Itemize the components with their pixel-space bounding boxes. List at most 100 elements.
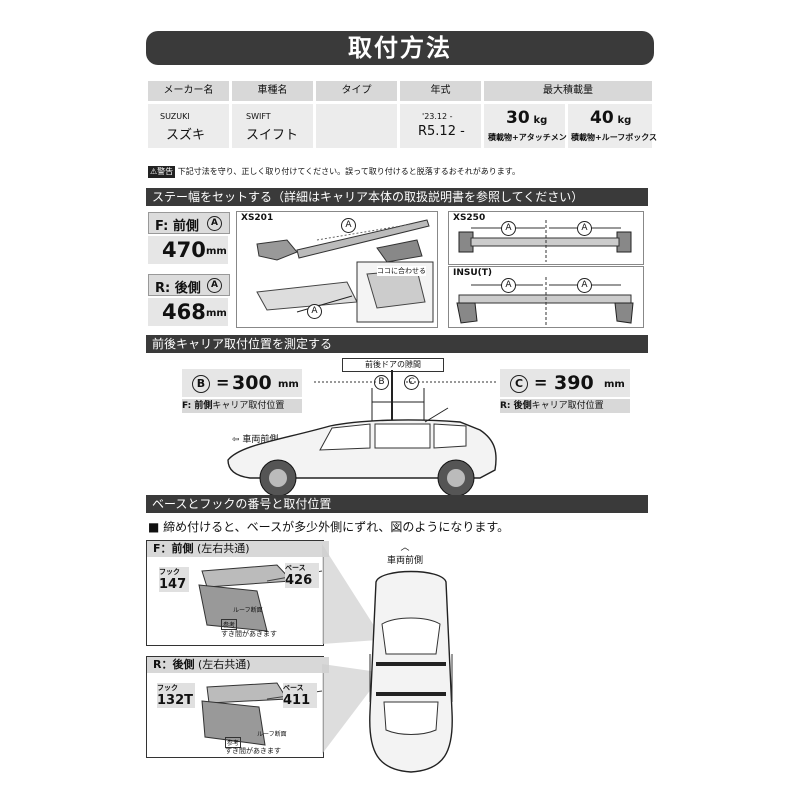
b-caption-bold: F: 前側 (182, 401, 213, 411)
header-year: 年式 (400, 81, 481, 101)
load1-value: 30 (506, 108, 530, 128)
rear-detail-drawing (201, 682, 323, 746)
figure-insu: INSU(T) A A (448, 266, 644, 328)
load2-value: 40 (590, 108, 614, 128)
rear-gap-note: すき間があきます (225, 747, 281, 755)
section1-title: ステー幅をセットする（詳細はキャリア本体の取扱説明書を参照してください） (146, 188, 648, 206)
marker-a-icon: A (207, 216, 222, 231)
c-value-box: C = 390 mm (500, 369, 630, 397)
insu-drawing (456, 277, 634, 325)
warning-tag: 警告 (157, 167, 174, 176)
b-value: 300 (232, 372, 272, 394)
section3-note: ■ 締め付けると、ベースが多少外側にずれ、図のようになります。 (148, 520, 510, 534)
c-caption-text: キャリア取付位置 (531, 401, 604, 411)
front-detail-drawing (198, 564, 323, 632)
b-caption: F: 前側キャリア取付位置 (182, 399, 302, 413)
page-title: 取付方法 (146, 31, 654, 65)
year-r: R5.12 - (418, 124, 465, 139)
model-en: SWIFT (246, 112, 271, 121)
fig-xs201-label: XS201 (241, 213, 274, 223)
b-unit: mm (278, 379, 299, 390)
marker-a-icon: A (501, 221, 516, 236)
warning-icon: ⚠警告 (148, 166, 176, 178)
rear-value-box: 468 mm (148, 298, 228, 326)
model-jp: スイフト (246, 128, 299, 143)
rear-base-value: 411 (283, 693, 311, 708)
header-type: タイプ (316, 81, 397, 101)
front-unit: mm (206, 246, 227, 257)
load1-note: 積載物+アタッチメント (488, 133, 575, 142)
year-from: '23.12 - (422, 112, 453, 121)
b-value-box: B = 300 mm (182, 369, 302, 397)
cell-load-attachment: 30 kg 積載物+アタッチメント (484, 104, 575, 148)
rear-value: 468 (162, 300, 206, 324)
car-side-drawing (227, 370, 498, 495)
warning-line: ⚠警告 下記寸法を守り、正しく取り付けてください。誤って取り付けると脱落するおそ… (148, 166, 520, 178)
cell-model: SWIFT スイフト (232, 104, 313, 148)
front-direction-side: ⇦ 車両前側 (232, 432, 278, 445)
front-ref-tag: 参考 (221, 619, 238, 630)
rear-base-label: ベース (283, 684, 304, 692)
front-hook-value: 147 (159, 577, 187, 592)
front-base-value: 426 (285, 573, 313, 588)
cell-year: '23.12 - R5.12 - (400, 104, 481, 148)
marker-a-icon: A (501, 278, 516, 293)
figure-xs250: XS250 A A (448, 211, 644, 265)
load2-note: 積載物+ルーフボックス (571, 133, 657, 142)
front-base-label: ベース (285, 564, 306, 572)
front-roof-section: ルーフ断面 (233, 607, 263, 614)
front-detail-title: F：前側 (153, 542, 194, 555)
front-value-box: 470 mm (148, 236, 228, 264)
rear-label: R: 後側 (155, 281, 201, 296)
marker-a-icon: A (307, 304, 322, 319)
maker-en: SUZUKI (160, 112, 190, 121)
figure-xs201: XS201 A A ココに合わせる (236, 211, 438, 328)
cell-type (316, 104, 397, 148)
header-model: 車種名 (232, 81, 313, 101)
b-caption-text: キャリア取付位置 (212, 401, 285, 411)
c-caption-bold: R: 後側 (500, 401, 532, 411)
section2-title: 前後キャリア取付位置を測定する (146, 335, 648, 353)
top-front-direction: ︿ 車両前側 (380, 540, 430, 566)
rear-hook-value: 132T (157, 693, 194, 708)
front-hook-box: フック 147 (159, 567, 189, 592)
front-label: F: 前側 (155, 219, 199, 234)
marker-a-icon: A (577, 278, 592, 293)
cell-maker: SUZUKI スズキ (148, 104, 229, 148)
c-caption: R: 後側キャリア取付位置 (500, 399, 630, 413)
marker-a-icon: A (341, 218, 356, 233)
fig-insu-label: INSU(T) (453, 268, 493, 278)
front-dir-text: 車両前側 (242, 435, 279, 445)
front-detail-header: F：前側 (左右共通) (147, 541, 329, 557)
c-eq: = (534, 373, 548, 392)
xs250-drawing (458, 220, 632, 262)
c-unit: mm (604, 379, 625, 390)
front-base-box: ベース 426 (285, 563, 319, 588)
load1-unit: kg (533, 115, 548, 126)
front-hook-label: フック (159, 568, 180, 576)
marker-b-icon: B (192, 375, 210, 393)
front-detail-sub: (左右共通) (197, 542, 250, 555)
section3-title: ベースとフックの番号と取付位置 (146, 495, 648, 513)
load2-unit: kg (617, 115, 632, 126)
marker-a-icon: A (577, 221, 592, 236)
rear-hook-label: フック (157, 684, 178, 692)
rear-detail-sub: (左右共通) (197, 658, 251, 671)
warning-text: 下記寸法を守り、正しく取り付けてください。誤って取り付けると脱落するおそれがあり… (177, 167, 520, 176)
marker-a-icon: A (207, 278, 222, 293)
marker-c-icon: C (510, 375, 528, 393)
maker-jp: スズキ (166, 128, 206, 143)
rear-detail-header: R：後側 (左右共通) (147, 657, 329, 673)
front-value: 470 (162, 238, 206, 262)
arrow-left-icon: ⇦ (232, 435, 240, 445)
front-detail-box: F：前側 (左右共通) フック 147 ベース 426 ルーフ断面 参考 すき間… (146, 540, 329, 646)
cell-load-roofbox: 40 kg 積載物+ルーフボックス (568, 104, 657, 148)
header-max-load: 最大積載量 (484, 81, 652, 101)
b-eq: = (216, 373, 230, 392)
fig-xs250-label: XS250 (453, 213, 486, 223)
header-maker: メーカー名 (148, 81, 229, 101)
top-front-dir-text: 車両前側 (386, 556, 423, 566)
arrow-up-icon: ︿ (400, 543, 410, 553)
rear-hook-box: フック 132T (157, 683, 195, 708)
c-value: 390 (554, 372, 594, 394)
